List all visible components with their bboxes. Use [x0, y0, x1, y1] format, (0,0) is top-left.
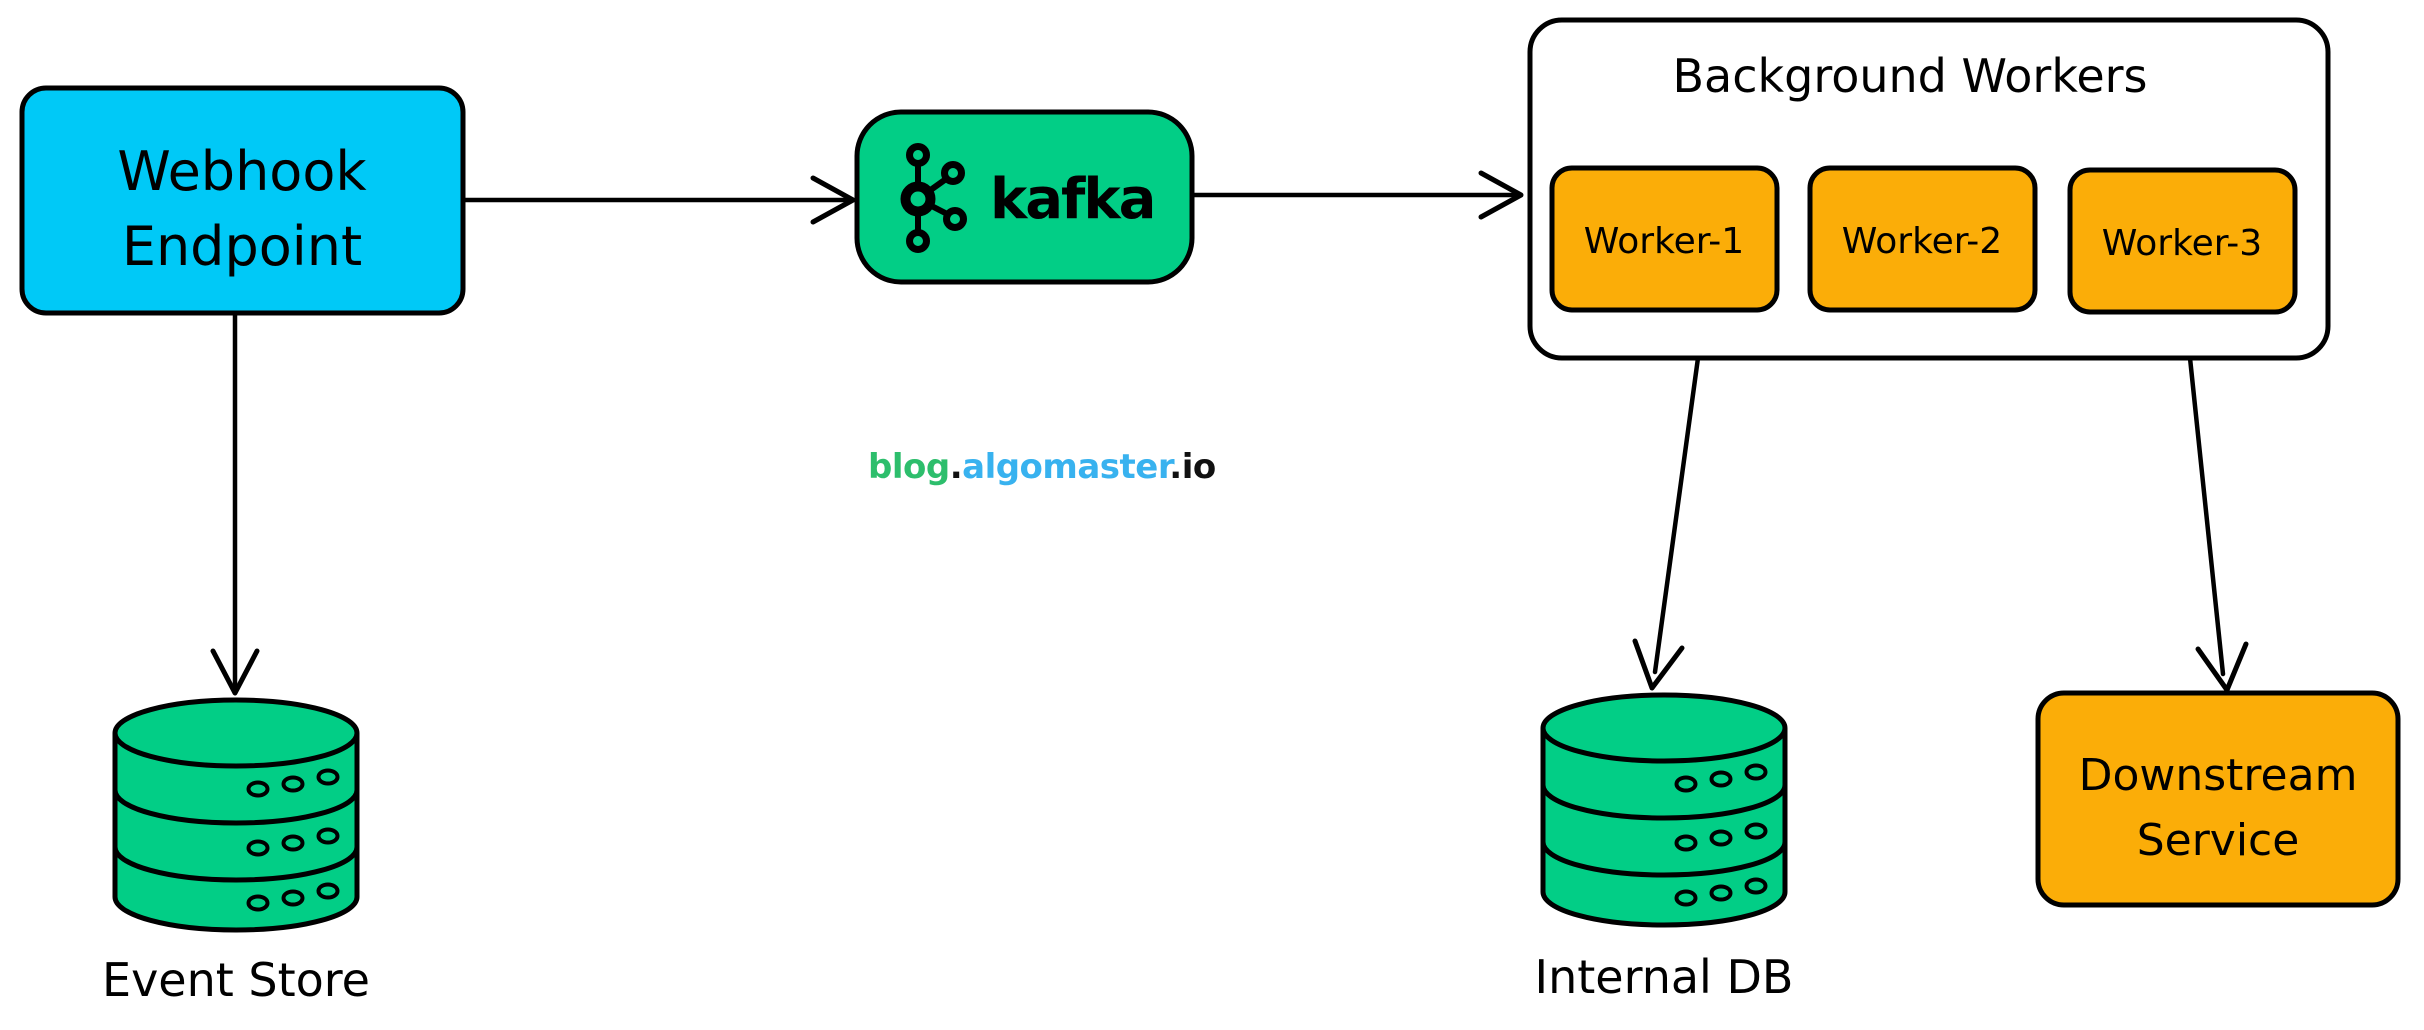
background-workers-title: Background Workers: [1672, 49, 2147, 103]
arrow-kafka-to-background-workers: [1189, 170, 1524, 220]
downstream-service-label-line1: Downstream: [2079, 750, 2358, 801]
cylinder-separator: [1540, 841, 1788, 878]
kafka-logo-node-bottom: [906, 229, 930, 253]
kafka-logo-icon: [900, 143, 967, 253]
webhook-endpoint-box: [19, 85, 466, 316]
cylinder-top-edge: [1540, 727, 1788, 764]
arrow-head: [2195, 641, 2249, 693]
downstream-service-box: [2035, 690, 2401, 908]
brand-blog: blog: [868, 447, 950, 487]
brand-dot2: .: [1169, 447, 1181, 487]
worker-3-node: Worker-3: [2067, 167, 2298, 315]
background-workers-group: Background Workers Worker-1 Worker-2 Wor…: [1527, 17, 2331, 361]
downstream-service-label-line2: Service: [2137, 815, 2300, 866]
kafka-logo-hub: [900, 181, 936, 217]
cylinder-dots: [246, 768, 340, 912]
internal-db-database-icon: [1540, 692, 1788, 928]
cylinder-separator: [1540, 784, 1788, 821]
worker-3-box: [2067, 167, 2298, 315]
arrow-head: [810, 175, 856, 225]
worker-2-node: Worker-2: [1807, 165, 2038, 313]
brand-algomaster: algomaster: [962, 447, 1175, 487]
cylinder-body: [112, 697, 360, 933]
cylinder-dots: [1674, 763, 1768, 907]
event-store-label: Event Store: [102, 953, 370, 1007]
worker-1-label: Worker-1: [1584, 221, 1744, 262]
cylinder-top-edge: [112, 732, 360, 769]
cylinder-body: [1540, 692, 1788, 928]
event-store-database-icon: [112, 697, 360, 933]
kafka-logo-node-top: [906, 143, 930, 167]
worker-3-label: Worker-3: [2102, 223, 2262, 264]
kafka-wordmark: kafka: [990, 167, 1154, 232]
webhook-endpoint-label-line2: Endpoint: [122, 215, 362, 278]
worker-2-label: Worker-2: [1842, 221, 2002, 262]
cylinder-separator: [112, 846, 360, 883]
kafka-logo-node-lower-right: [943, 207, 967, 231]
brand-watermark: blog.algomaster.io: [868, 447, 1216, 487]
downstream-service-node: Downstream Service: [2035, 690, 2401, 908]
internal-db-node: Internal DB: [1535, 692, 1794, 1004]
arrow-shaft: [2187, 355, 2226, 677]
arrow-webhook-to-kafka: [460, 175, 856, 225]
arrow-head: [1632, 638, 1685, 691]
brand-dot1: .: [950, 447, 962, 487]
event-store-node: Event Store: [102, 697, 370, 1007]
kafka-logo-node-upper-right: [941, 161, 965, 185]
kafka-box: [854, 109, 1195, 285]
worker-2-box: [1807, 165, 2038, 313]
kafka-node: kafka: [854, 109, 1195, 285]
webhook-endpoint-node: Webhook Endpoint: [19, 85, 466, 316]
arrow-head: [210, 648, 260, 696]
arrow-workers-to-internal-db: [1632, 355, 1701, 691]
worker-1-node: Worker-1: [1549, 165, 1780, 313]
internal-db-label: Internal DB: [1535, 950, 1794, 1004]
worker-1-box: [1549, 165, 1780, 313]
brand-io: io: [1182, 447, 1216, 487]
cylinder-separator: [112, 789, 360, 826]
arrow-webhook-to-event-store: [210, 310, 260, 696]
arrow-head: [1478, 170, 1524, 220]
arrow-workers-to-downstream-service: [2187, 355, 2249, 693]
arrow-shaft: [1652, 355, 1701, 675]
webhook-endpoint-label-line1: Webhook: [117, 140, 367, 203]
